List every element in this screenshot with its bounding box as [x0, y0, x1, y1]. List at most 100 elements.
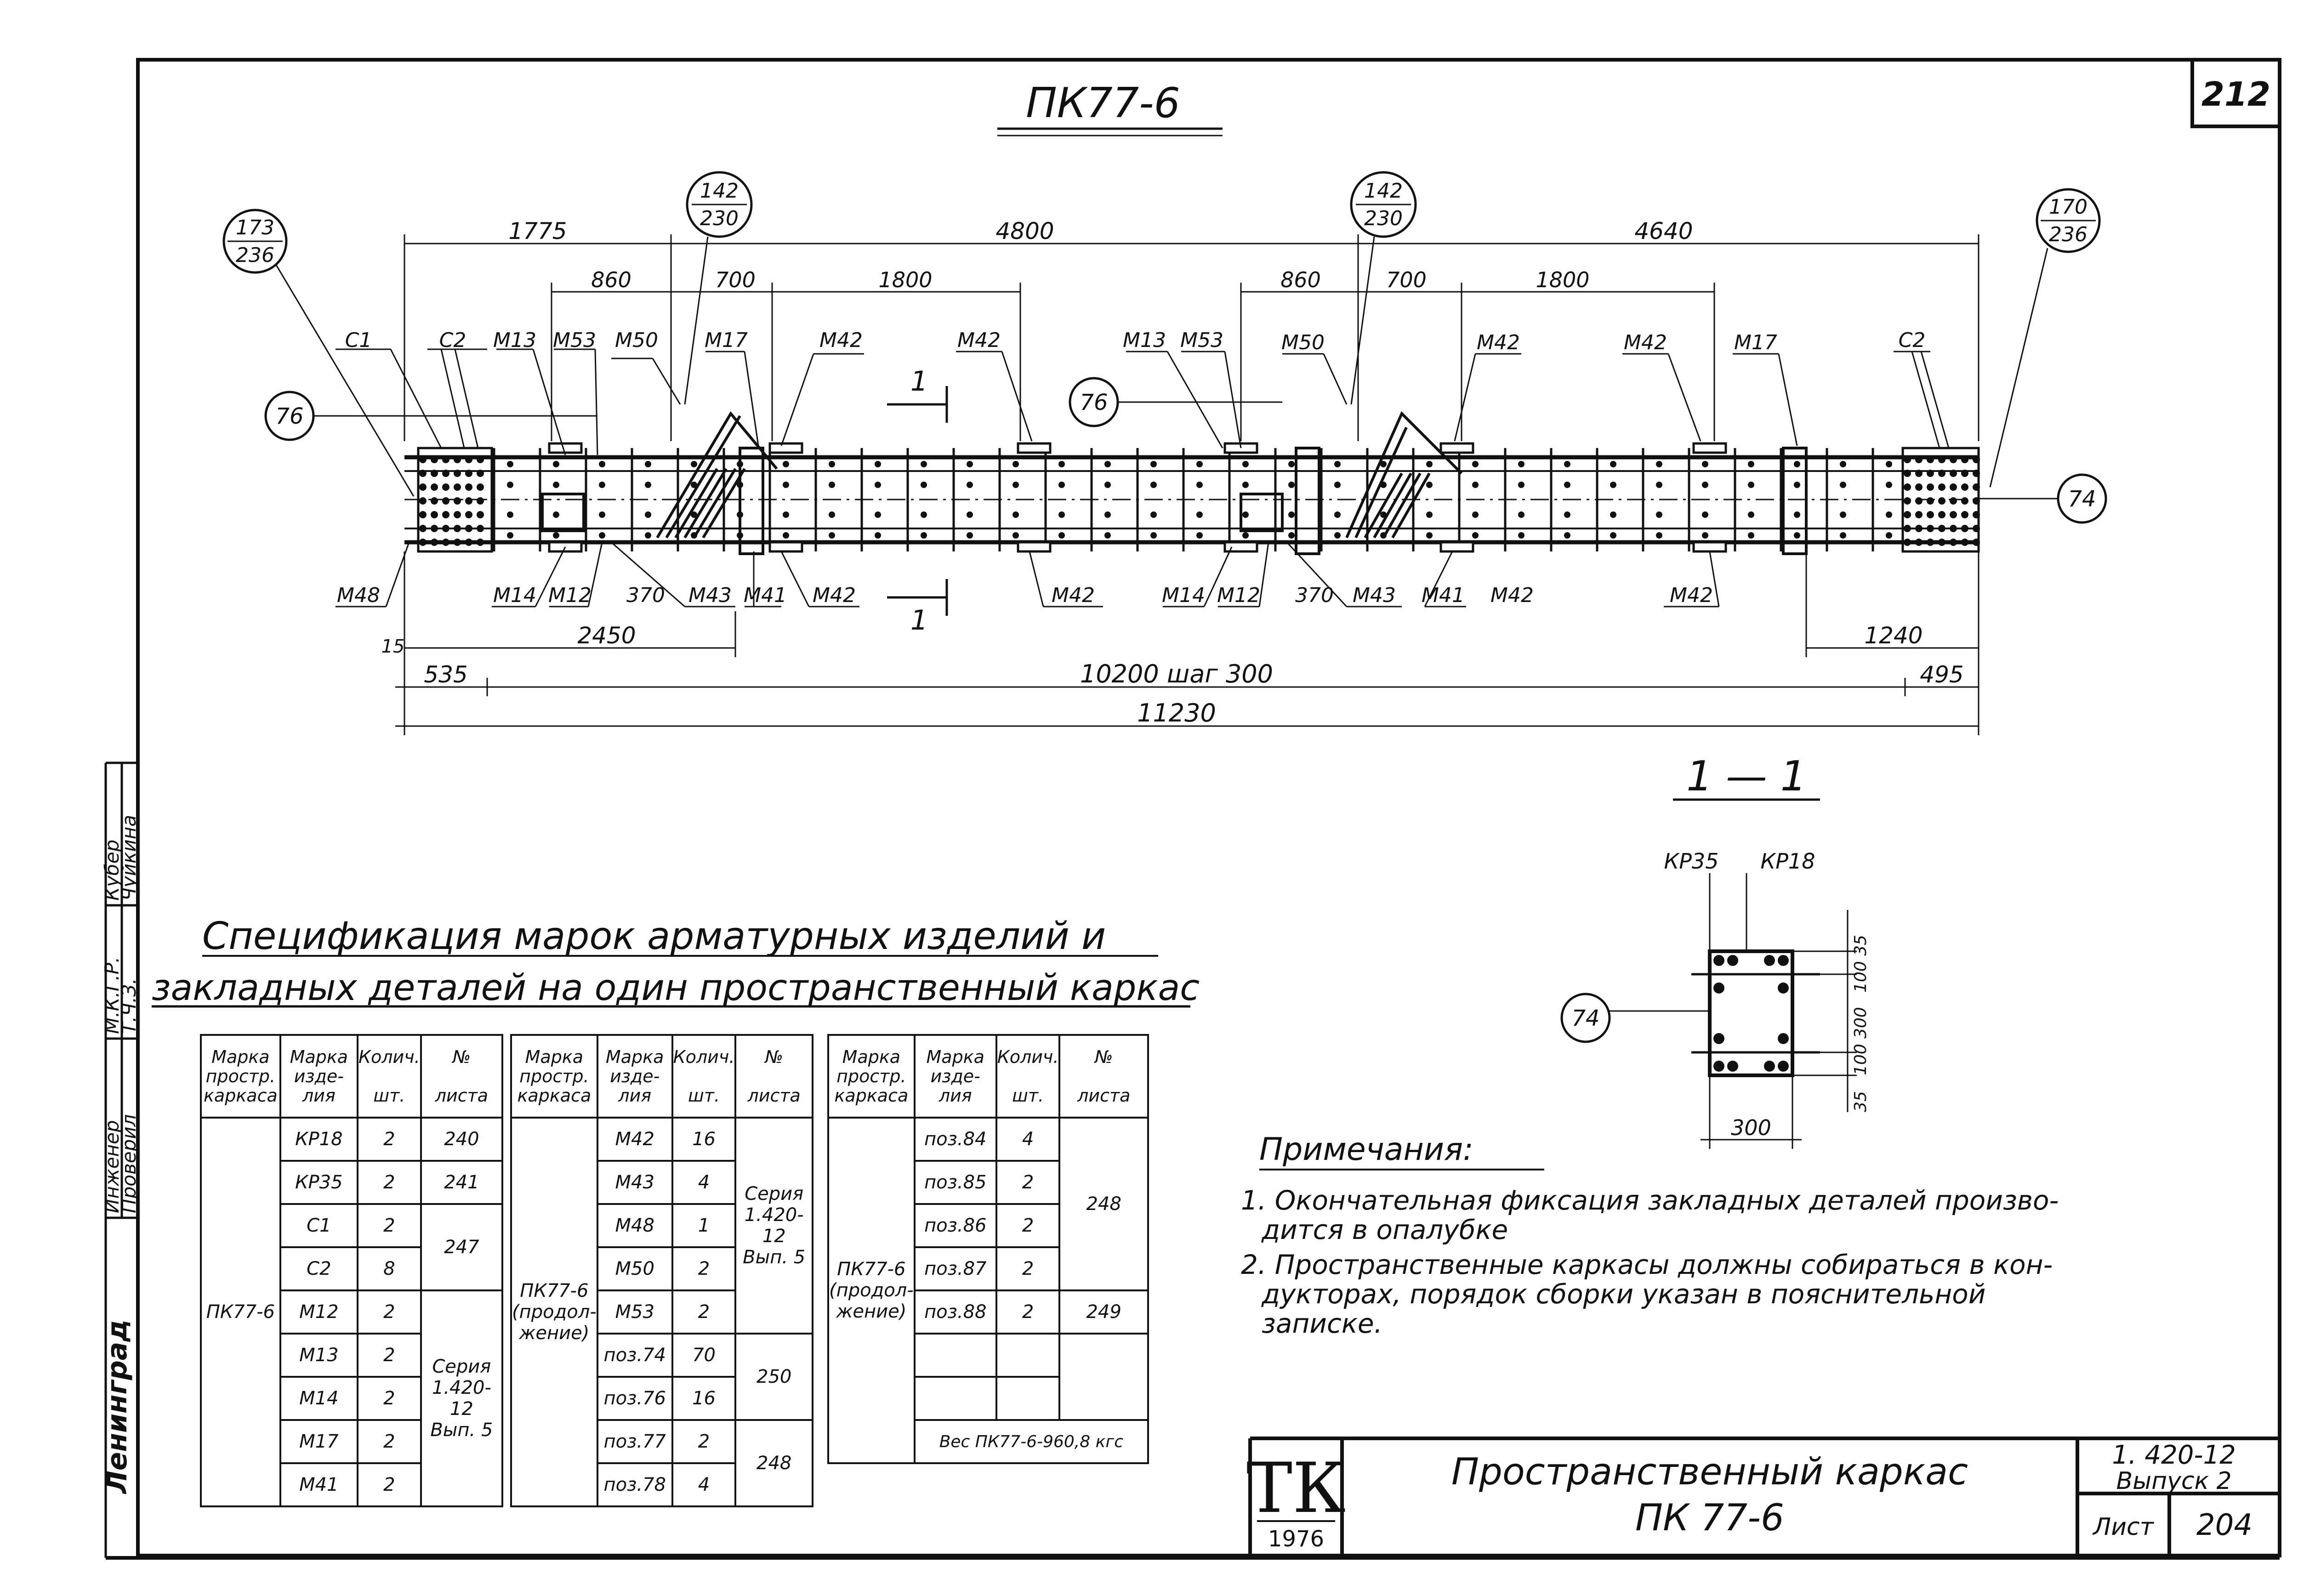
- stamp-r2b: Т.Ч.З.: [118, 978, 140, 1034]
- bar-dot: [1196, 532, 1203, 539]
- bar-dot: [1938, 456, 1945, 463]
- bar-dot: [507, 532, 513, 539]
- bar-dot: [454, 456, 461, 463]
- bar-dot: [875, 532, 881, 539]
- t2-frame-l1: ПК77-6: [520, 1280, 589, 1301]
- bar-dot: [1150, 532, 1157, 539]
- bar-dot: [1927, 511, 1934, 518]
- bar-dot: [1012, 461, 1019, 467]
- bar-dot: [1938, 483, 1945, 491]
- bar-dot: [1104, 461, 1111, 467]
- bar-dot: [1426, 461, 1433, 467]
- bar-dot: [419, 539, 427, 546]
- label-m42c: M42: [1477, 331, 1520, 354]
- bar-dot: [477, 525, 484, 532]
- title-block-issue: Выпуск 2: [2116, 1467, 2231, 1495]
- t1-mark: С2: [279, 1246, 358, 1291]
- bar-dot: [465, 525, 472, 532]
- inclined-bars-1: [656, 411, 778, 539]
- t1-qty: 8: [356, 1246, 422, 1291]
- t2-qty: 16: [671, 1117, 737, 1162]
- bar-dot: [1927, 525, 1934, 532]
- bar-dot: [1104, 482, 1111, 488]
- t2-h3b: шт.: [688, 1085, 720, 1106]
- t2-mark: М42: [596, 1117, 673, 1162]
- bar-dot: [1196, 511, 1203, 518]
- title-block-sheet-no: 204: [2196, 1508, 2252, 1542]
- bar-dot: [1426, 511, 1433, 518]
- bar-dot: [1196, 461, 1203, 467]
- label-m41b: M41: [1422, 584, 1465, 607]
- bar-dot: [645, 532, 651, 539]
- plate: [1439, 442, 1474, 454]
- bar-dot: [553, 461, 559, 467]
- section-dim-100b: 100: [1851, 1044, 1870, 1075]
- logo-year: 1976: [1268, 1526, 1324, 1552]
- t2-qty: 2: [671, 1419, 737, 1464]
- section-1-1-drawing: [1609, 873, 1857, 1149]
- bar-dot: [1748, 532, 1754, 539]
- dim-700a: 700: [715, 267, 756, 292]
- bar-dot: [431, 483, 438, 491]
- bar-dot: [1610, 461, 1616, 467]
- bar-dots: [419, 456, 1980, 546]
- bar-dot: [1961, 497, 1968, 505]
- bar-dot: [553, 511, 559, 518]
- t2-series-l2: 1.420-12: [744, 1204, 804, 1247]
- label-c1: C1: [345, 329, 372, 352]
- bar-dot: [1915, 470, 1923, 477]
- bar-dot: [1426, 482, 1433, 488]
- t3-qty: 2: [995, 1203, 1061, 1248]
- bar-dot: [1904, 525, 1911, 532]
- bar-dot: [1564, 461, 1570, 467]
- callout-mid1-num: 142: [700, 179, 739, 203]
- t2-qty: 16: [671, 1376, 737, 1421]
- bar-dot: [1961, 470, 1968, 477]
- t3-qty: 2: [995, 1289, 1061, 1335]
- svg-text:74: 74: [2068, 486, 2096, 512]
- bar-dot: [1961, 456, 1968, 463]
- t2-mark: М48: [596, 1203, 673, 1248]
- table-row: поз.74 70 250: [511, 1333, 813, 1421]
- bar-dot: [1656, 511, 1662, 518]
- sheet-frame: [136, 58, 2281, 1557]
- bar-dot: [1886, 461, 1892, 467]
- t3-mark: поз.86: [913, 1203, 997, 1248]
- bar-dot: [1702, 482, 1708, 488]
- bar-dot: [1904, 511, 1911, 518]
- t1-mark: КР18: [279, 1117, 358, 1162]
- bar-dot: [921, 511, 927, 518]
- bar-dot: [477, 470, 484, 477]
- t1-h2b: лия: [302, 1085, 336, 1106]
- label-m43b: M43: [1353, 584, 1396, 607]
- bar-dot: [1334, 482, 1341, 488]
- label-m42a: M42: [819, 329, 863, 352]
- bar-dot: [419, 483, 427, 491]
- bar-dot: [783, 461, 789, 467]
- dim-1800a: 1800: [878, 267, 932, 292]
- bar-dot: [454, 497, 461, 505]
- top-dimensions: [404, 234, 1979, 441]
- t1-h3b: шт.: [373, 1085, 405, 1106]
- bottom-dimensions: [395, 551, 1979, 735]
- table-row: М43 4: [511, 1160, 813, 1205]
- bar-dot: [645, 461, 651, 467]
- label-370a: 370: [626, 584, 665, 607]
- bar-dot: [1950, 511, 1957, 518]
- t1-qty: 2: [356, 1160, 422, 1205]
- label-m53b: M53: [1180, 329, 1223, 352]
- bar-dot: [1242, 482, 1249, 488]
- bar-dot: [1840, 461, 1846, 467]
- bar-dot: [1472, 532, 1479, 539]
- bar-dot: [1104, 511, 1111, 518]
- table-row: М48 1: [511, 1203, 813, 1248]
- t1-h2: Марка изде-: [290, 1047, 348, 1086]
- label-m42b-bot: M42: [1052, 584, 1095, 607]
- bar-dot: [599, 511, 605, 518]
- table-row: ПК77-6 КР18 2 240: [200, 1117, 504, 1507]
- bar-dot: [691, 482, 697, 488]
- dim-495: 495: [1920, 661, 1963, 688]
- t3-frame-l2: (продол-: [829, 1280, 914, 1301]
